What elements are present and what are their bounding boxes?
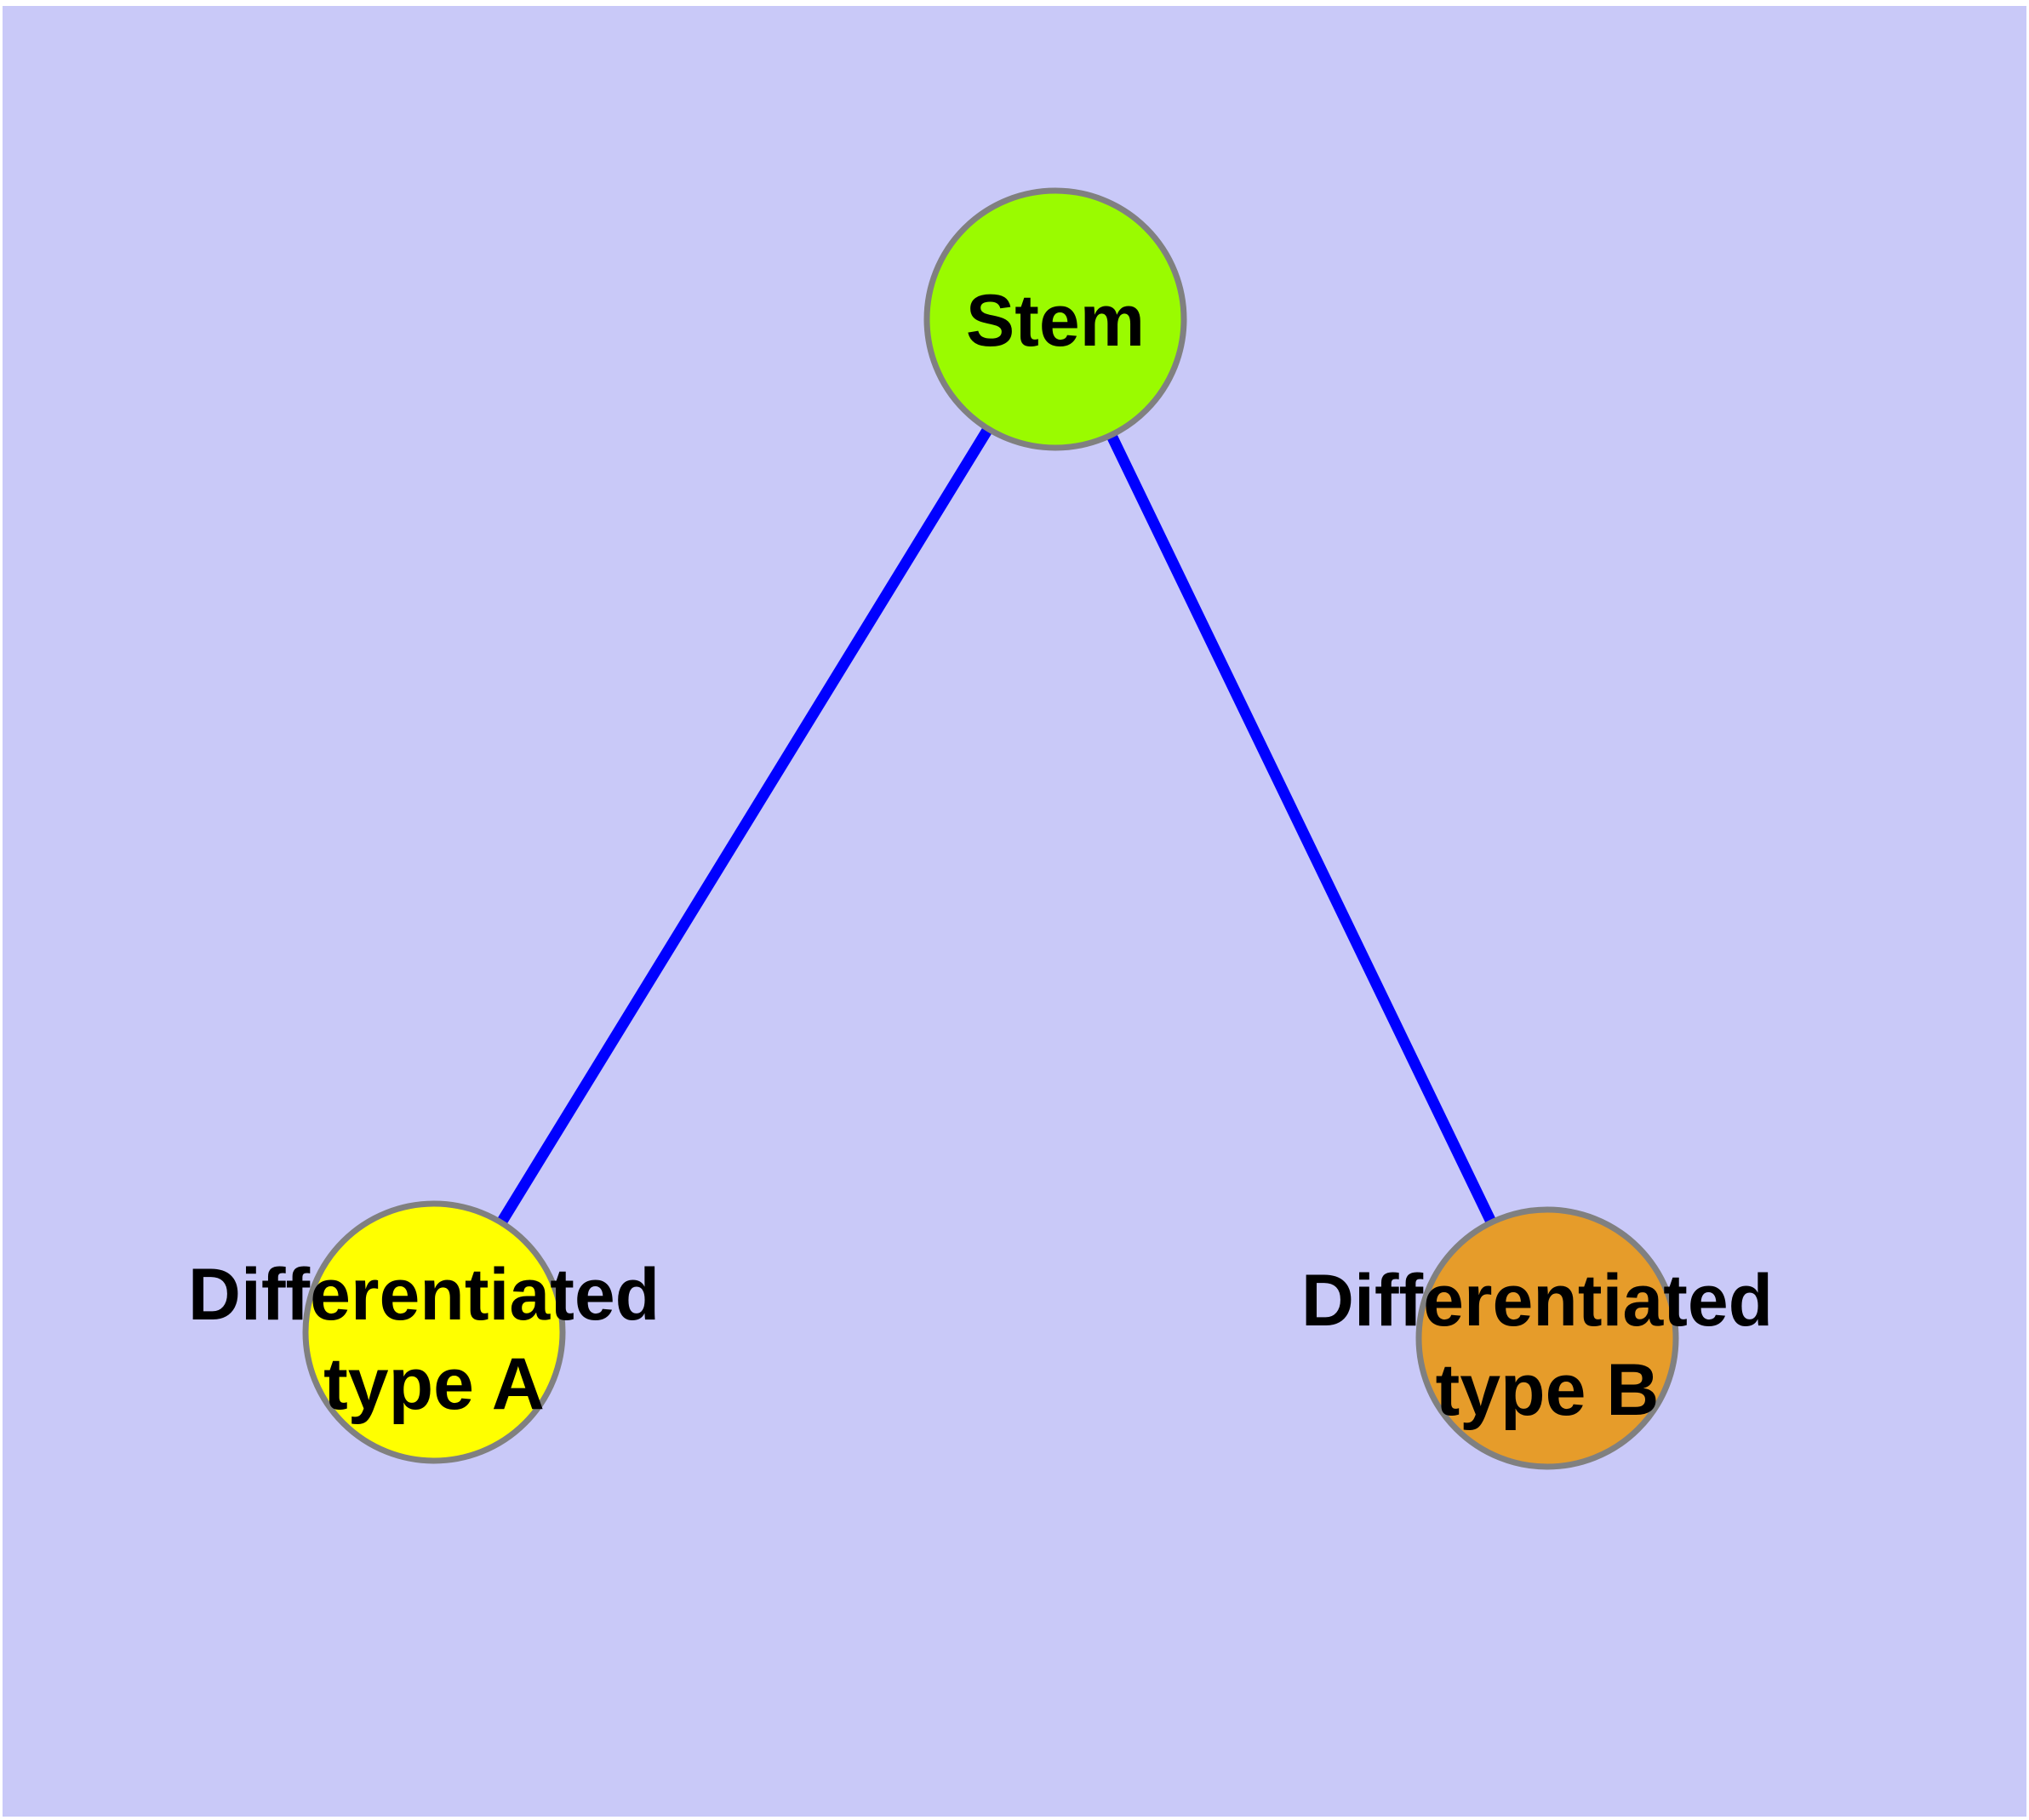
node-differentiated-type-a-label-line1: Differentiated: [188, 1254, 660, 1336]
node-differentiated-type-b-label: Differentiated type B: [1301, 1260, 1793, 1431]
node-differentiated-type-b: [1415, 1206, 1679, 1470]
node-differentiated-type-a-label-line2: type A: [323, 1343, 545, 1425]
node-stem-label-line1: Stem: [966, 280, 1145, 362]
node-differentiated-type-a-label: Differentiated type A: [188, 1254, 680, 1425]
node-stem-label: Stem: [966, 280, 1145, 362]
node-differentiated-type-b-label-line1: Differentiated: [1301, 1260, 1773, 1342]
node-stem: [923, 187, 1187, 451]
edge-stem-to-type-b: [1050, 317, 1552, 1341]
edge-stem-to-type-a: [429, 316, 1060, 1336]
node-differentiated-type-b-label-line2: type B: [1436, 1349, 1660, 1431]
node-differentiated-type-a: [302, 1200, 566, 1464]
